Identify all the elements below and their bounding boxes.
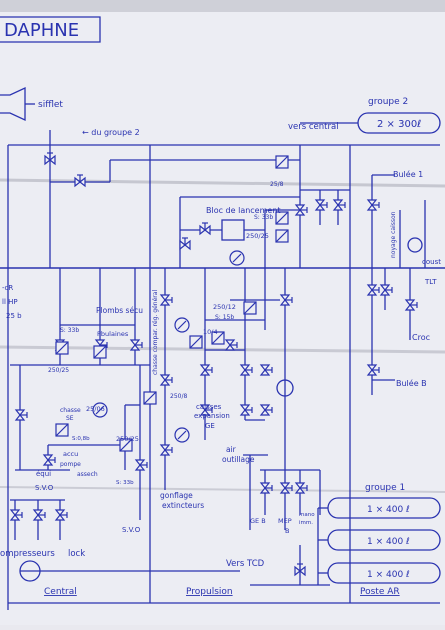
ge-b-label: GE B <box>250 517 266 525</box>
svo-left-label: S.V.O <box>35 484 54 492</box>
hp-label: ll HP <box>2 298 18 306</box>
setting-label: S: 33b <box>254 214 273 221</box>
gonflage-label: gonflage <box>160 491 193 500</box>
groupe-1-tank-b-label: 1 × 400 ℓ <box>367 537 410 547</box>
air-label: air <box>226 445 237 454</box>
accu-label: accu <box>63 450 78 458</box>
extincteurs-label: extincteurs <box>162 501 204 510</box>
compresseurs-label: ompresseurs <box>0 549 55 559</box>
ge-label: GE <box>205 422 215 430</box>
page-title: DAPHNE <box>4 20 79 41</box>
bulee-top-label: Bulée 1 <box>393 169 423 179</box>
setting-label: 250/25 <box>116 435 139 443</box>
assech-label: assech <box>77 471 98 478</box>
setting-label: 250/8 <box>170 393 187 400</box>
air-gauge <box>276 379 294 397</box>
vers-tcd-label: Vers TCD <box>226 559 265 569</box>
setting-label: S:0,8b <box>72 436 90 442</box>
du-groupe-2-label: ← du groupe 2 <box>82 128 140 137</box>
setting-label: 10/4 <box>203 328 218 336</box>
launch-block-label: Bloc de lancement <box>206 206 281 215</box>
bulee-bottom-label: Bulée B <box>396 378 427 388</box>
groupe-2-capacity: 2 × 300ℓ <box>377 119 421 130</box>
footer-central: Central <box>44 587 77 597</box>
croc-label: Croc <box>412 333 430 342</box>
groupe-2-label: groupe 2 <box>368 97 408 107</box>
cr-label: -cR <box>2 284 13 292</box>
coust-label: coust <box>422 258 441 266</box>
setting-label: 25/06 <box>86 405 105 413</box>
setting-label: 250/25 <box>246 232 269 240</box>
paper-edge <box>0 0 445 12</box>
setting-label: 25/8 <box>270 181 284 188</box>
groupe-1-tank-a-label: 1 × 400 ℓ <box>367 505 410 515</box>
chasse-rv-label: chasse compar. rég. général <box>152 290 159 375</box>
mep-label: MEP <box>278 517 292 525</box>
title-frame <box>0 16 101 43</box>
tlt-label: TLT <box>424 278 437 286</box>
setting-label: S: 33b <box>116 480 134 486</box>
noyage-label: noyage caisson <box>390 211 397 258</box>
footer-poste-ar: Poste AR <box>360 587 400 597</box>
caisses-label: caisses <box>196 403 222 411</box>
setting-label: 250/25 <box>48 367 69 374</box>
expansion-label: expansion <box>194 412 230 420</box>
setting-label: 250/12 <box>213 303 236 311</box>
pbulaines-label: Pbulaines <box>97 330 129 338</box>
outillage-label: outillage <box>222 455 255 464</box>
25b-label: 25 b <box>6 312 22 320</box>
footer-propulsion: Propulsion <box>186 587 233 597</box>
setting-label: S: 33b <box>60 327 79 334</box>
setting-label: S: 15b <box>215 314 234 321</box>
lock-label: lock <box>68 549 85 559</box>
paper-fold <box>0 178 445 188</box>
paper-fold <box>0 486 445 493</box>
groupe-1-tank-c-label: 1 × 400 ℓ <box>367 570 410 580</box>
pompe-label: pompe <box>60 461 81 468</box>
sifflet-label: sifflet <box>38 100 63 110</box>
chasse-label: chasse <box>60 407 81 414</box>
equi-label: équi <box>36 470 51 478</box>
plombs-secu-label: Plombs sécu <box>96 306 143 315</box>
coust-gauge <box>407 237 423 253</box>
mano-label: mano <box>299 512 315 518</box>
groupe-1-label: groupe 1 <box>365 483 405 493</box>
vers-central-label: vers central <box>288 122 339 132</box>
b4-label: B <box>285 527 289 535</box>
imm-label: imm. <box>299 520 313 526</box>
svo-right-label: S.V.O <box>122 526 141 534</box>
se-label: SE <box>66 415 74 422</box>
